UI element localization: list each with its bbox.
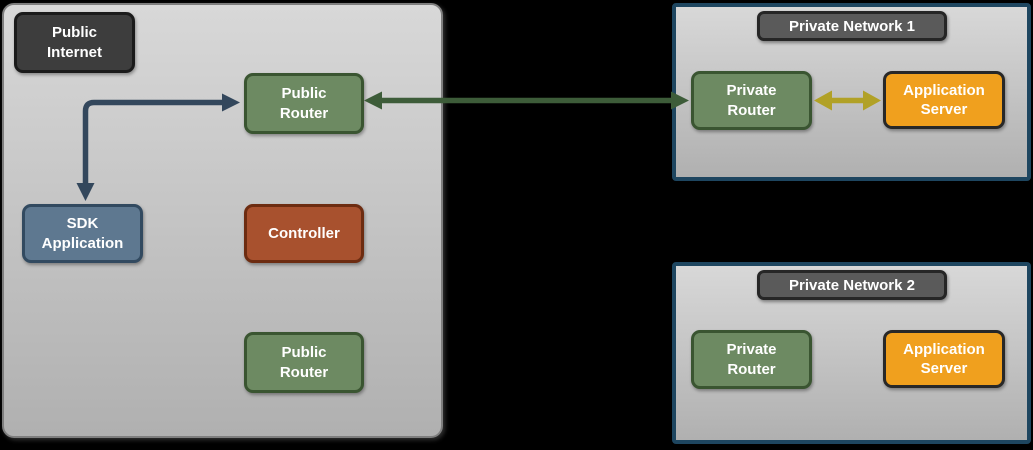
private-network-2-title: Private Network 2 (757, 270, 947, 300)
public-router-bottom-node: Public Router (244, 332, 364, 393)
application-server-1-node: Application Server (883, 71, 1005, 129)
private-network-1-title: Private Network 1 (757, 11, 947, 41)
public-internet-zone: Public Internet Public Router SDK Applic… (2, 3, 443, 438)
public-internet-label: Public Internet (14, 12, 135, 73)
private-network-1-zone: Private Network 1 Private Router Applica… (672, 3, 1031, 181)
private-network-2-zone: Private Network 2 Private Router Applica… (672, 262, 1031, 444)
private-router-1-node: Private Router (691, 71, 812, 130)
private-router-2-node: Private Router (691, 330, 812, 389)
public-router-top-node: Public Router (244, 73, 364, 134)
controller-node: Controller (244, 204, 364, 263)
application-server-2-node: Application Server (883, 330, 1005, 388)
sdk-application-node: SDK Application (22, 204, 143, 263)
